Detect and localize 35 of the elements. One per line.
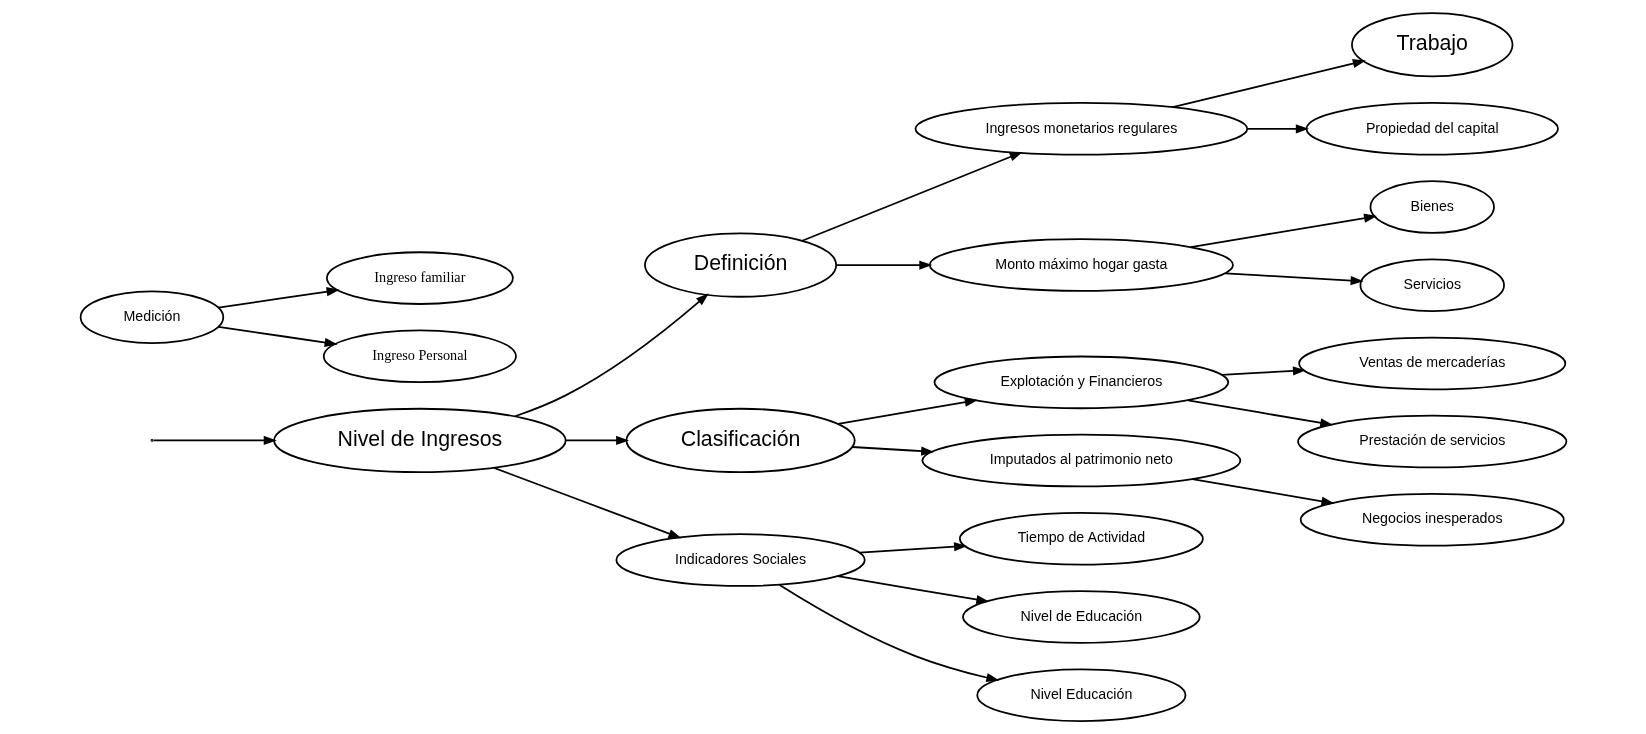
node-ellipse: Tiempo de Actividad	[958, 512, 1204, 566]
node-ellipse: Ventas de mercaderías	[1297, 336, 1566, 391]
arrow	[217, 325, 338, 347]
node-ellipse: Monto máximo hogar gasta	[928, 238, 1234, 292]
arrow	[1171, 59, 1366, 108]
arrow	[1189, 213, 1377, 248]
arrow	[835, 260, 932, 270]
arrow	[492, 467, 681, 539]
arrow	[778, 584, 999, 683]
arrow	[850, 446, 934, 456]
node-ellipse: Nivel de Educación	[961, 590, 1201, 644]
node-ellipse: Ingresos monetarios regulares	[914, 102, 1248, 156]
node-ellipse: Propiedad del capital	[1305, 102, 1559, 156]
arrow	[1190, 478, 1334, 506]
arrow	[513, 293, 709, 418]
arrow	[836, 575, 989, 605]
arrow	[564, 435, 629, 445]
node-ellipse: Medición	[79, 290, 224, 344]
node-ellipse: Bienes	[1369, 180, 1495, 234]
node-ellipse: Prestación de servicios	[1296, 414, 1567, 469]
arrow	[1246, 124, 1309, 134]
arrow	[1223, 272, 1364, 286]
arrow	[1186, 399, 1333, 428]
arrow	[217, 287, 340, 309]
node-ellipse: Clasificación	[625, 407, 856, 473]
node-ellipse: Nivel de Ingresos	[272, 407, 567, 473]
node-ellipse: Nivel Educación	[975, 668, 1186, 722]
node-ellipse: Indicadores Sociales	[615, 533, 866, 587]
arrow	[858, 542, 967, 554]
arrow	[151, 435, 277, 445]
node-ellipse: Definición	[643, 232, 837, 298]
arrow	[836, 397, 978, 425]
arrow	[800, 151, 1023, 242]
node-ellipse: Servicios	[1359, 258, 1505, 312]
arrow	[1220, 366, 1306, 376]
